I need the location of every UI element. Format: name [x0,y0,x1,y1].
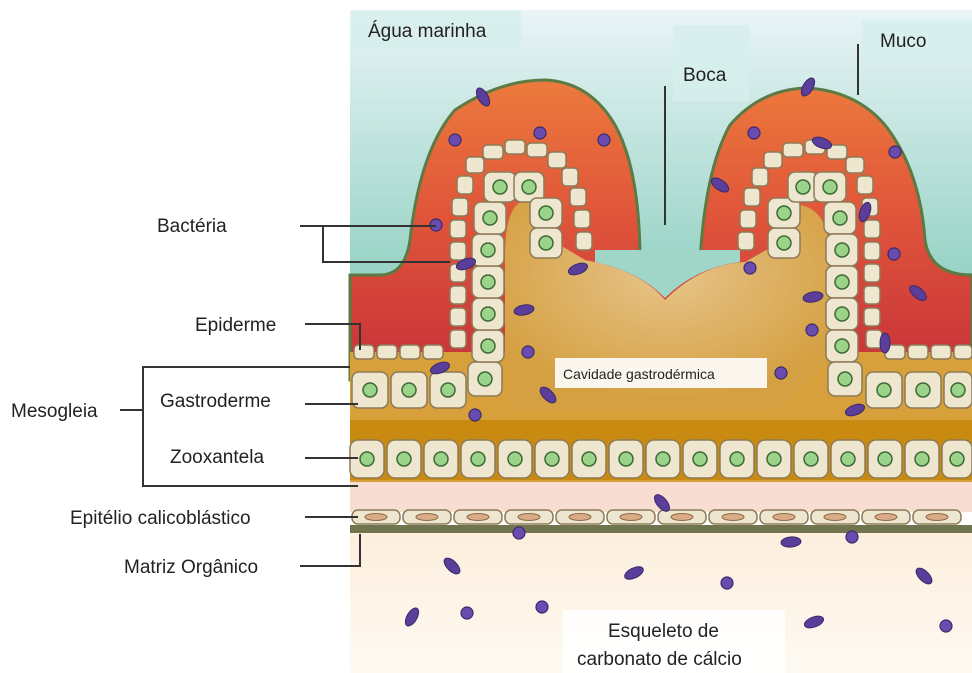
mucus-label: Muco [880,32,926,51]
organic-matrix-label: Matriz Orgânico [124,558,258,577]
gastroderm-label: Gastroderme [160,392,271,411]
calicoblastic-label: Epitélio calicoblástico [70,509,251,528]
bacteria-label: Bactéria [157,217,227,236]
mouth-label: Boca [683,66,726,85]
mesoglea-label: Mesogleia [11,402,98,421]
mouth-label-box [673,25,749,101]
calicoblastic-cells [352,510,961,524]
skeleton-label-line1: Esqueleto de [608,622,719,641]
organic-matrix-layer [350,525,972,533]
seawater-label: Água marinha [368,22,486,41]
cavity-label: Cavidade gastrodérmica [563,367,715,381]
epidermis-label: Epiderme [195,316,276,335]
zooxanthella-label: Zooxantela [170,448,264,467]
calicoblastic-nuclei [365,514,948,521]
skeleton-label-line2: carbonato de cálcio [577,650,742,669]
